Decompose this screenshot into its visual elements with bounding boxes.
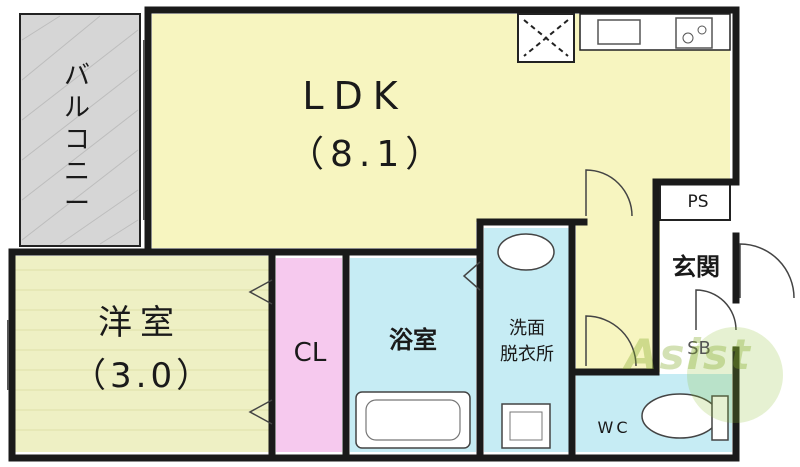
closet-label: CL (293, 338, 327, 368)
western-room-size-label: （3.0） (72, 356, 215, 396)
western-room-label: 洋室 (98, 303, 182, 343)
stove (675, 17, 713, 49)
walls (8, 6, 740, 462)
balcony-hatch (21, 15, 139, 245)
kitchen-sink (597, 19, 641, 45)
balcony-area (19, 13, 141, 247)
balcony-label: バルコニー (63, 61, 90, 219)
bathroom-label: 浴室 (389, 326, 437, 354)
entrance-label: 玄関 (672, 253, 720, 281)
pipe-space-label: PS (687, 192, 709, 212)
ldk-label: LDK (302, 74, 408, 118)
bathtub (355, 391, 471, 449)
ldk-size-label: （8.1） (288, 134, 448, 175)
washroom-label-line1: 洗面 (509, 318, 545, 339)
watermark-logo: Asist (625, 330, 752, 379)
western-room-floor (14, 256, 270, 452)
hall-floor (576, 222, 660, 372)
western-room-grain (14, 269, 270, 431)
closet-floor (276, 258, 342, 452)
watermark-circle (687, 327, 783, 423)
toilet-label: WC (597, 418, 631, 437)
washer-pan (501, 403, 551, 449)
pipe-space-box (659, 181, 731, 221)
shoe-box-label: SB (687, 338, 711, 359)
washroom-label-line2: 脱衣所 (500, 344, 554, 365)
doors (248, 169, 795, 425)
wash-basin (497, 233, 555, 271)
